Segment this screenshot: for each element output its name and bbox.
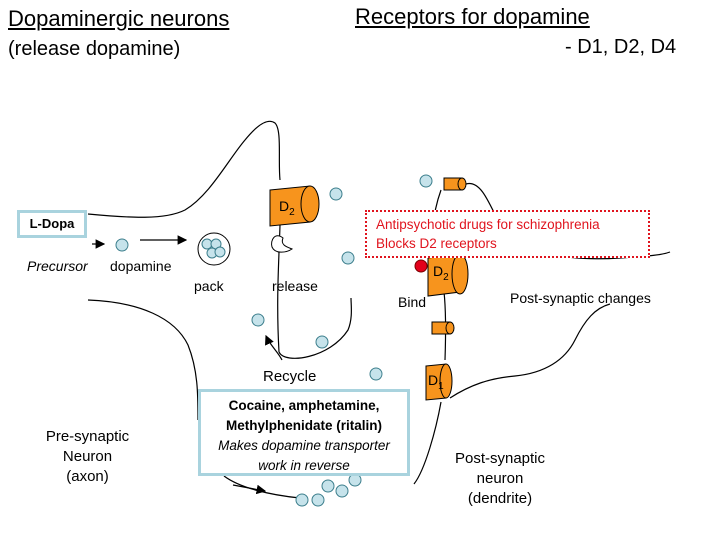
ldopa-box: L-Dopa	[17, 210, 87, 238]
postsynaptic-membrane-bottom	[413, 401, 442, 485]
antipsychotic-box: Antipsychotic drugs for schizophrenia Bl…	[365, 210, 650, 258]
presynaptic-line2: Neuron	[62, 448, 113, 465]
d2-transporter-label: D2	[279, 198, 295, 218]
reverse-transport-arrow	[232, 484, 267, 495]
precursor-label: Precursor	[27, 258, 88, 274]
recycle-arrow	[265, 334, 283, 361]
presynaptic-membrane-lower	[87, 299, 199, 421]
small-receptor-top	[443, 177, 467, 191]
cocaine-line4: work in reverse	[258, 458, 350, 473]
cocaine-box: Cocaine, amphetamine, Methylphenidate (r…	[198, 389, 410, 476]
postsynaptic-membrane-lower	[449, 303, 611, 399]
recycle-label: Recycle	[263, 368, 317, 385]
postsynaptic-line2: neuron	[476, 470, 524, 487]
neurons-title: Dopaminergic neurons	[8, 6, 230, 31]
receptors-title: Receptors for dopamine	[355, 4, 590, 29]
d1-receptor-label: D1	[428, 372, 444, 392]
presynaptic-membrane-bottom	[223, 475, 301, 499]
cocaine-line1: Cocaine, amphetamine,	[228, 398, 380, 413]
receptors-subtitle: - D1, D2, D4	[565, 36, 677, 58]
cocaine-line2: Methylphenidate (ritalin)	[225, 418, 382, 433]
ldopa-label: L-Dopa	[29, 216, 75, 231]
post-synaptic-changes-label: Post-synaptic changes	[510, 290, 651, 306]
postsynaptic-line3: (dendrite)	[467, 490, 533, 507]
antipsychotic-line1: Antipsychotic drugs for schizophrenia	[376, 217, 600, 232]
postsynaptic-line1: Post-synaptic	[454, 450, 546, 467]
d2-transporter-cylinder	[269, 185, 320, 227]
d2-receptor-label: D2	[433, 263, 449, 283]
presynaptic-line1: Pre-synaptic	[45, 428, 130, 445]
pack-label: pack	[194, 278, 224, 294]
antipsychotic-line2: Blocks D2 receptors	[376, 236, 497, 251]
bind-label: Bind	[398, 294, 427, 310]
release-label: release	[272, 278, 318, 294]
neurons-subtitle: (release dopamine)	[8, 38, 181, 60]
presynaptic-membrane-lower-curve	[278, 297, 352, 359]
presynaptic-line3: (axon)	[66, 468, 109, 485]
small-receptor-middle	[431, 321, 455, 335]
presynaptic-membrane-upper	[87, 120, 281, 218]
dopamine-molecule	[115, 238, 129, 252]
cocaine-line3: Makes dopamine transporter	[218, 438, 390, 453]
presynaptic-label: Pre-synaptic Neuron (axon)	[30, 427, 145, 487]
cleft-dopamine-molecules	[251, 174, 433, 507]
postsynaptic-label: Post-synaptic neuron (dendrite)	[440, 449, 560, 509]
d1-receptor-cylinder	[425, 363, 453, 401]
antipsychotic-blocker-dot	[414, 259, 428, 273]
release-vesicle	[271, 235, 294, 253]
dopamine-label: dopamine	[110, 258, 172, 274]
